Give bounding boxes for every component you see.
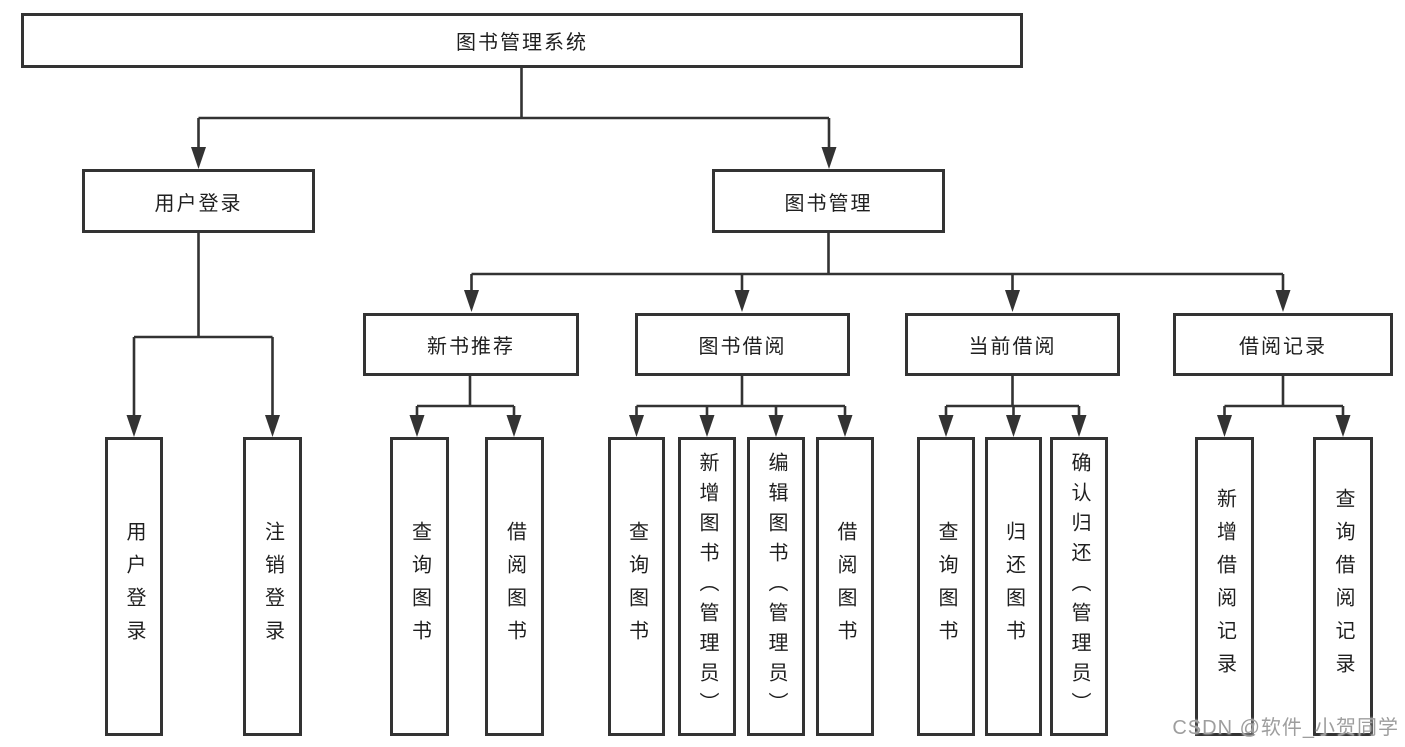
leaf-edit-book-admin-label: 编辑图书（管理员）: [765, 451, 787, 722]
leaf-user-login: 用户登录: [105, 437, 163, 736]
node-current-borrow-label: 当前借阅: [968, 336, 1057, 358]
leaf-add-book-admin: 新增图书（管理员）: [678, 437, 736, 736]
node-book-borrow: 图书借阅: [635, 313, 850, 376]
leaf-recommend-query-book: 查询图书: [390, 437, 449, 736]
node-borrow-records-label: 借阅记录: [1239, 336, 1327, 358]
node-borrow-records: 借阅记录: [1173, 313, 1393, 376]
leaf-edit-book-admin: 编辑图书（管理员）: [747, 437, 805, 736]
node-current-borrow: 当前借阅: [905, 313, 1120, 376]
leaf-query-borrow-record: 查询借阅记录: [1313, 437, 1373, 736]
node-book-borrow-label: 图书借阅: [698, 336, 787, 358]
node-book-management-label: 图书管理: [784, 192, 873, 215]
leaf-current-query-book-label: 查询图书: [935, 520, 957, 653]
leaf-confirm-return-admin: 确认归还（管理员）: [1050, 437, 1108, 736]
node-root-label: 图书管理系统: [456, 32, 588, 54]
leaf-user-login-label: 用户登录: [123, 520, 145, 653]
leaf-borrow-query-book-label: 查询图书: [625, 520, 648, 653]
node-user-login-label: 用户登录: [154, 192, 243, 215]
leaf-logout-label: 注销登录: [261, 520, 284, 653]
node-book-management: 图书管理: [712, 169, 945, 233]
leaf-recommend-borrow-book-label: 借阅图书: [503, 520, 526, 653]
node-user-login: 用户登录: [82, 169, 315, 233]
leaf-recommend-borrow-book: 借阅图书: [485, 437, 544, 736]
leaf-current-query-book: 查询图书: [917, 437, 975, 736]
leaf-recommend-query-book-label: 查询图书: [408, 520, 431, 653]
leaf-borrow-book-label: 借阅图书: [834, 520, 856, 653]
node-new-book-recommend: 新书推荐: [363, 313, 579, 376]
leaf-borrow-book: 借阅图书: [816, 437, 874, 736]
leaf-query-borrow-record-label: 查询借阅记录: [1332, 487, 1354, 686]
csdn-watermark: CSDN @软件_小贺同学: [1172, 717, 1399, 739]
leaf-add-borrow-record-label: 新增借阅记录: [1213, 487, 1236, 686]
leaf-return-book: 归还图书: [985, 437, 1042, 736]
leaf-confirm-return-admin-label: 确认归还（管理员）: [1068, 451, 1090, 722]
node-new-book-recommend-label: 新书推荐: [427, 336, 515, 358]
leaf-logout: 注销登录: [243, 437, 302, 736]
leaf-add-book-admin-label: 新增图书（管理员）: [696, 451, 718, 722]
node-root: 图书管理系统: [21, 13, 1023, 68]
leaf-add-borrow-record: 新增借阅记录: [1195, 437, 1254, 736]
leaf-return-book-label: 归还图书: [1002, 520, 1025, 653]
leaf-borrow-query-book: 查询图书: [608, 437, 665, 736]
